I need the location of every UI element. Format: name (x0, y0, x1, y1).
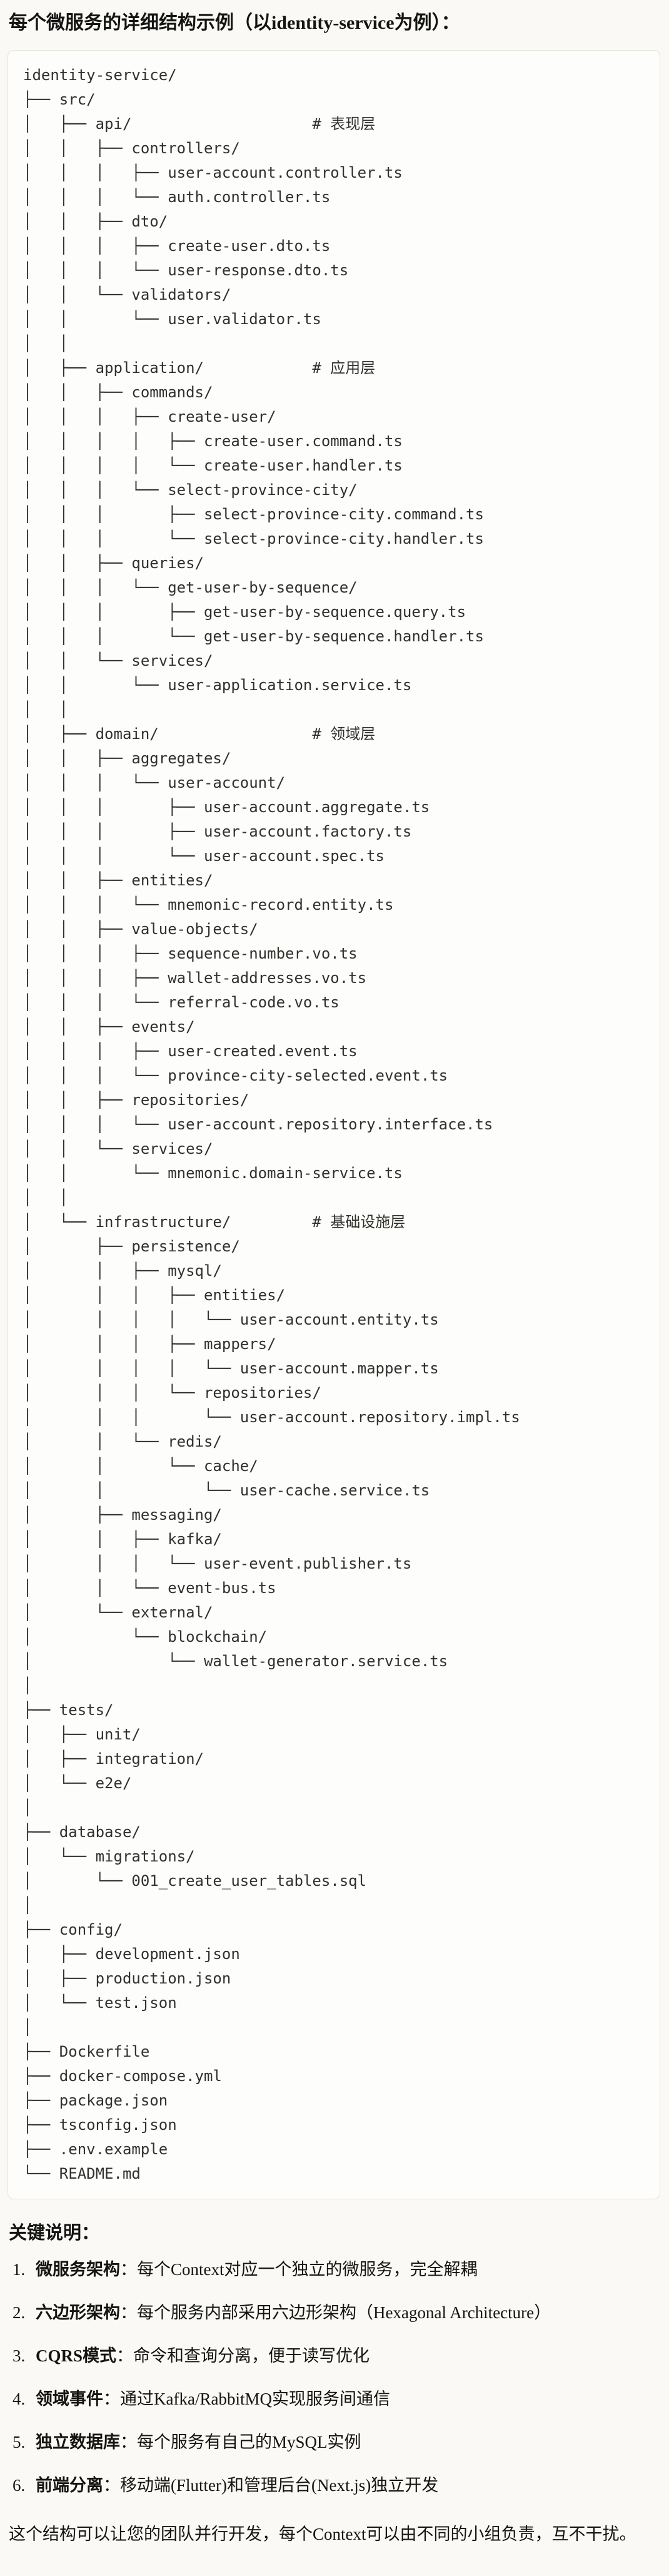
note-item-microservices: 1. 微服务架构：每个Context对应一个独立的微服务，完全解耦 (13, 2257, 660, 2282)
message-title: 每个微服务的详细结构示例（以identity-service为例）： (9, 13, 460, 33)
note-item-cqrs: 3. CQRS模式：命令和查询分离，便于读写优化 (13, 2343, 660, 2368)
note-desc: ：每个服务有自己的MySQL实例 (120, 2433, 361, 2451)
note-number: 4. (13, 2390, 26, 2408)
note-number: 6. (13, 2476, 26, 2495)
chat-message: 每个微服务的详细结构示例（以identity-service为例）： ident… (8, 10, 660, 2547)
note-desc: ：移动端(Flutter)和管理后台(Next.js)独立开发 (103, 2476, 439, 2495)
note-item-frontend-separation: 6. 前端分离：移动端(Flutter)和管理后台(Next.js)独立开发 (13, 2473, 660, 2498)
note-item-independent-db: 5. 独立数据库：每个服务有自己的MySQL实例 (13, 2430, 660, 2455)
note-item-domain-events: 4. 领域事件：通过Kafka/RabbitMQ实现服务间通信 (13, 2386, 660, 2411)
note-desc: ：每个Context对应一个独立的微服务，完全解耦 (120, 2260, 478, 2279)
note-term: CQRS模式 (36, 2346, 117, 2365)
closing-paragraph: 这个结构可以让您的团队并行开发，每个Context可以由不同的小组负责，互不干扰… (9, 2525, 636, 2543)
note-term: 微服务架构 (36, 2260, 120, 2279)
note-desc: ：通过Kafka/RabbitMQ实现服务间通信 (103, 2390, 390, 2408)
note-number: 2. (13, 2303, 26, 2322)
note-number: 3. (13, 2346, 26, 2365)
note-desc: ：每个服务内部采用六边形架构（Hexagonal Architecture） (120, 2303, 551, 2322)
note-number: 1. (13, 2260, 26, 2279)
code-block: identity-service/ ├── src/ │ ├── api/ # … (8, 50, 660, 2199)
note-term: 独立数据库 (36, 2433, 120, 2451)
note-term: 六边形架构 (36, 2303, 120, 2322)
note-number: 5. (13, 2433, 26, 2451)
notes-heading: 关键说明： (9, 2223, 100, 2243)
note-term: 前端分离 (36, 2476, 103, 2495)
note-term: 领域事件 (36, 2390, 103, 2408)
file-tree-code: identity-service/ ├── src/ │ ├── api/ # … (23, 66, 520, 2182)
note-item-hexagonal: 2. 六边形架构：每个服务内部采用六边形架构（Hexagonal Archite… (13, 2300, 660, 2325)
notes-list: 1. 微服务架构：每个Context对应一个独立的微服务，完全解耦 2. 六边形… (8, 2257, 660, 2498)
note-desc: ：命令和查询分离，便于读写优化 (116, 2346, 370, 2365)
